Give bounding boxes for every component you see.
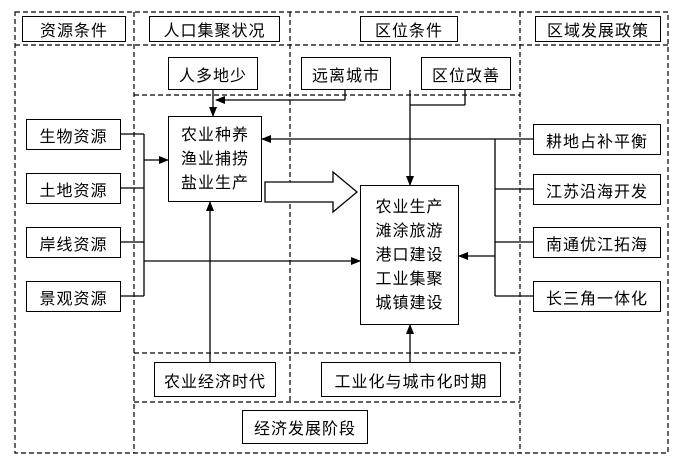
box-early-activities: 农业种养 渔业捕捞 盐业生产: [168, 116, 262, 202]
activity-industrial-cluster: 工业集聚: [375, 269, 444, 288]
box-farmland-balance: 耕地占补平衡: [533, 124, 661, 155]
box-yangtze-delta-integration: 长三角一体化: [533, 281, 661, 312]
dashed-frames: [14, 11, 669, 454]
box-industrial-urban-era: 工业化与城市化时期: [321, 362, 501, 397]
header-population-status: 人口集聚状况: [149, 16, 280, 42]
transition-arrow: [264, 170, 359, 214]
activity-port-construction: 港口建设: [375, 245, 444, 264]
box-dense-population: 人多地少: [168, 57, 258, 90]
box-economic-stage: 经济发展阶段: [242, 410, 368, 444]
header-resource-conditions: 资源条件: [22, 16, 126, 42]
box-shoreline-resources: 岸线资源: [26, 227, 121, 258]
activity-urban-construction: 城镇建设: [375, 293, 444, 312]
box-location-improved: 区位改善: [421, 57, 511, 90]
activity-fishing: 渔业捕捞: [180, 149, 249, 168]
activity-farming: 农业种养: [180, 125, 249, 144]
outer-frame: [14, 11, 669, 454]
box-biological-resources: 生物资源: [26, 119, 121, 150]
header-location-conditions: 区位条件: [360, 16, 458, 42]
box-landscape-resources: 景观资源: [26, 281, 121, 312]
activity-tidal-tourism: 滩涂旅游: [375, 221, 444, 240]
activity-salt: 盐业生产: [180, 173, 249, 192]
header-regional-policy: 区域发展政策: [535, 16, 661, 42]
activity-agriculture: 农业生产: [375, 197, 444, 216]
solid-connectors: [121, 90, 533, 362]
box-nantong-river-sea: 南通优江拓海: [533, 227, 661, 258]
box-land-resources: 土地资源: [26, 173, 121, 204]
box-late-activities: 农业生产 滩涂旅游 港口建设 工业集聚 城镇建设: [360, 185, 459, 325]
box-far-from-city: 远离城市: [301, 57, 391, 90]
box-agricultural-era: 农业经济时代: [154, 362, 276, 397]
box-jiangsu-coastal-development: 江苏沿海开发: [533, 174, 661, 205]
